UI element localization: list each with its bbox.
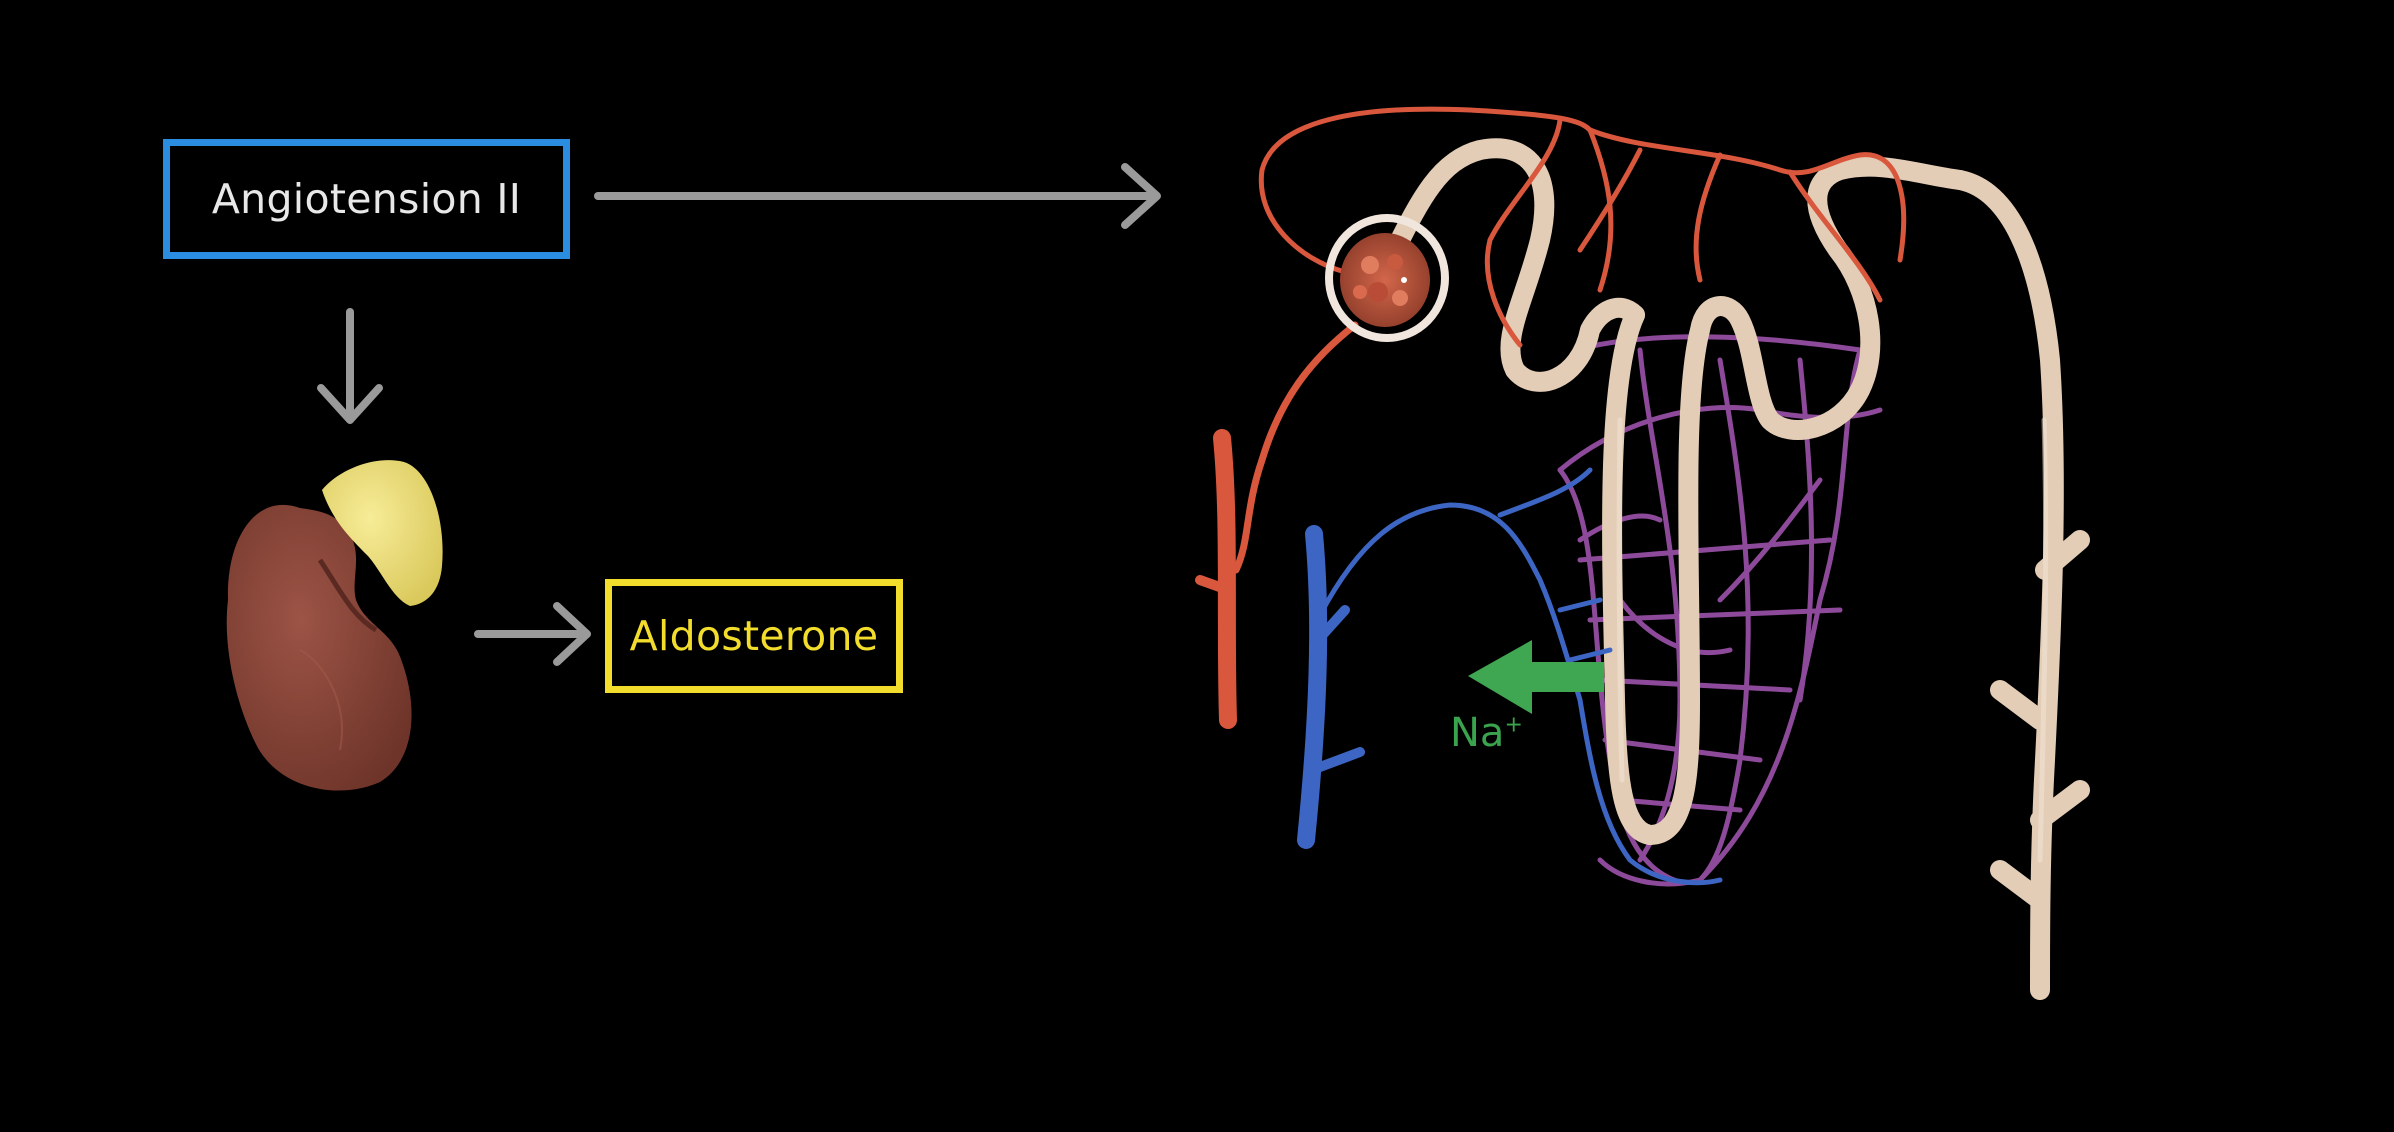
glomerulus [1325, 214, 1449, 342]
sodium-ion-charge: + [1504, 712, 1523, 738]
sodium-arrow-icon [1468, 640, 1604, 714]
sodium-ion-symbol: Na [1450, 710, 1505, 756]
aldosterone-label: Aldosterone [629, 612, 879, 660]
aldosterone-label-box: Aldosterone [605, 579, 903, 693]
adrenal-gland-icon [322, 460, 443, 606]
nephron-icon [1195, 106, 2090, 1000]
angiotension-label: Angiotension II [211, 175, 522, 223]
kidney-icon [226, 504, 412, 791]
sodium-ion-label: Na+ [1450, 710, 1523, 756]
arrow-down-icon [317, 308, 383, 424]
angiotension-label-box: Angiotension II [163, 139, 570, 259]
arrow-right-icon [474, 602, 591, 666]
arrow-right-icon [594, 163, 1161, 229]
